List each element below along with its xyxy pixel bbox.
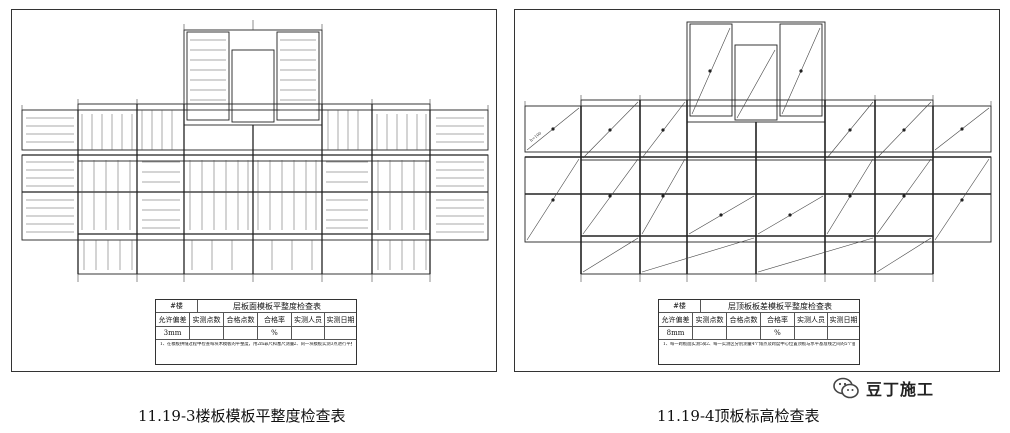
table-title: 层板面模板平整度检查表 <box>233 301 321 311</box>
table-cell <box>190 327 224 339</box>
table-note: 1、在模板拼缝过程中检查每块木模板的平整度，用2m靠尺和塞尺测量模板平整度。 <box>160 342 294 347</box>
table-notes: 1、每一跨板面实测5处。 2、每一实测区分别测量4个角点及跨度中心位置顶板与水平… <box>659 340 859 364</box>
table-cell: % <box>761 327 795 339</box>
table-header: 允许偏差 <box>659 313 693 326</box>
table-header: 实测日期 <box>326 315 355 324</box>
table-building: #楼 <box>659 300 701 312</box>
table-cell <box>828 327 859 339</box>
table-note: 1、每一跨板面实测5处。 <box>663 342 707 347</box>
table-cell <box>224 327 258 339</box>
table-header: 合格点数 <box>224 313 258 326</box>
floor-plan-drawing <box>21 20 489 282</box>
wechat-logo-icon <box>833 377 859 399</box>
table-cell <box>795 327 828 339</box>
left-drawing-sheet: #楼 层板面模板平整度检查表 允许偏差 实测点数 合格点数 合格率 实测人员 实… <box>11 9 497 372</box>
table-header: 合格点数 <box>727 313 761 326</box>
table-building: #楼 <box>156 300 198 312</box>
table-cell <box>727 327 761 339</box>
table-header: 合格率 <box>761 313 795 326</box>
table-cell: % <box>258 327 292 339</box>
measurement-label: h=100 <box>529 130 543 143</box>
table-notes: 1、在模板拼缝过程中检查每块木模板的平整度，用2m靠尺和塞尺测量模板平整度。 2… <box>156 340 356 364</box>
table-header: 实测点数 <box>693 313 727 326</box>
table-note: 2、每一实测区分别测量4个角点及跨度中心位置顶板与水平基准线之间的5个垂直距离。 <box>706 342 855 347</box>
caption-right: 11.19-4顶板标高检查表 <box>657 407 820 425</box>
caption-left: 11.19-3楼板模板平整度检查表 <box>138 407 346 425</box>
table-cell: 8mm <box>659 327 693 339</box>
table-note: 2、同一块模板实测3点进行平整度。 <box>293 342 352 347</box>
table-header: 合格率 <box>258 313 292 326</box>
table-cell <box>292 327 325 339</box>
table-header: 实测日期 <box>829 315 858 324</box>
inspection-table-left: #楼 层板面模板平整度检查表 允许偏差 实测点数 合格点数 合格率 实测人员 实… <box>155 299 357 365</box>
table-cell <box>325 327 356 339</box>
inspection-table-right: #楼 层顶板板差模板平整度检查表 允许偏差 实测点数 合格点数 合格率 实测人员… <box>658 299 860 365</box>
right-drawing-sheet: h=100 #楼 层顶板板差模板平整度检查表 允许偏差 实测点数 合格点数 合格… <box>514 9 1000 372</box>
table-cell <box>693 327 727 339</box>
watermark-text: 豆丁施工 <box>866 380 935 399</box>
table-header: 实测人员 <box>292 313 325 326</box>
ceiling-level-plan-drawing: h=100 <box>524 21 992 282</box>
table-header: 允许偏差 <box>156 313 190 326</box>
table-title: 层顶板板差模板平整度检查表 <box>728 301 832 311</box>
table-header: 实测点数 <box>190 313 224 326</box>
watermark-logo: 豆丁施工 <box>832 376 934 400</box>
table-cell: 3mm <box>156 327 190 339</box>
table-header: 实测人员 <box>795 313 828 326</box>
